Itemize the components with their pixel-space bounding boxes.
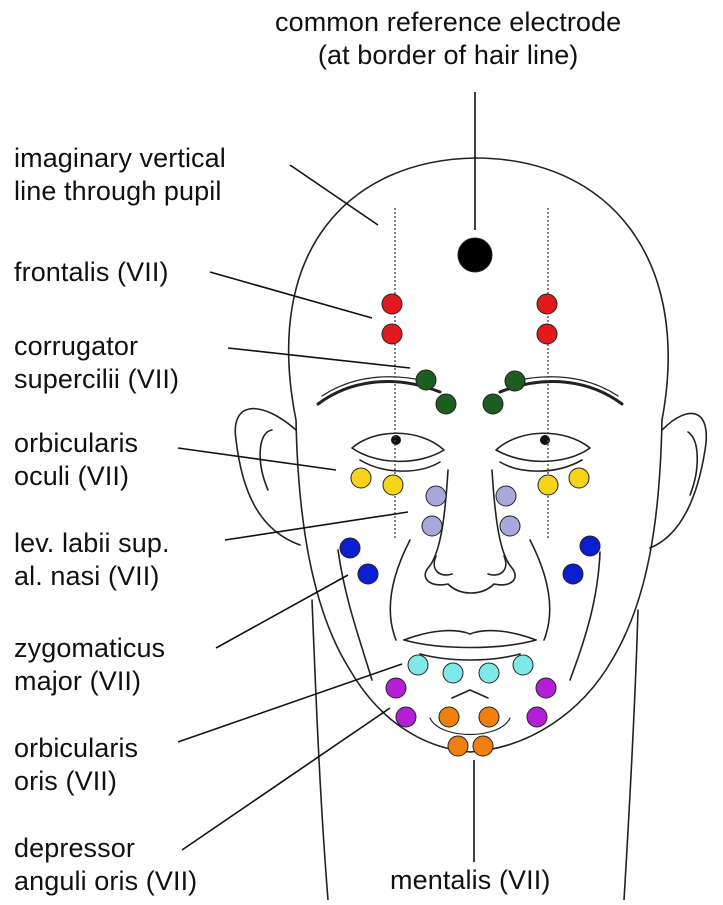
leader-orbicularis-oculi [178, 448, 336, 470]
electrode-group [340, 238, 600, 756]
label-corrugator: corrugator supercilii (VII) [14, 330, 179, 396]
electrode-mentalis-1 [439, 707, 459, 727]
electrode-depressor-4 [527, 707, 547, 727]
electrode-depressor-3 [536, 678, 556, 698]
leader-corrugator [228, 348, 410, 368]
label-depressor-line1: depressor [14, 832, 197, 865]
neck-left [312, 600, 328, 900]
label-orbicularis-oculi: orbicularis oculi (VII) [14, 427, 138, 493]
electrode-orbicularis-oculi-2 [383, 475, 403, 495]
label-corrugator-line1: corrugator [14, 330, 179, 363]
electrode-frontalis-4 [537, 324, 557, 344]
label-levator-line2: al. nasi (VII) [14, 560, 170, 593]
electrode-frontalis-3 [537, 294, 557, 314]
label-vertical-line1: imaginary vertical [14, 142, 226, 175]
label-depressor: depressor anguli oris (VII) [14, 832, 197, 898]
electrode-corrugator-4 [483, 394, 503, 414]
electrode-frontalis-1 [382, 294, 402, 314]
label-zygomaticus-line1: zygomaticus [14, 632, 165, 665]
electrode-corrugator-1 [416, 370, 436, 390]
electrode-orbicularis-oculi-3 [538, 475, 558, 495]
electrode-orbicularis-oris-3 [479, 663, 499, 683]
label-orbicularis-oculi-line2: oculi (VII) [14, 460, 138, 493]
leader-zygomaticus [216, 575, 348, 648]
label-orbicularis-oris-line2: oris (VII) [14, 765, 138, 798]
electrode-orbicularis-oris-1 [408, 655, 428, 675]
pupil-left [391, 435, 401, 445]
label-zygomaticus-line2: major (VII) [14, 665, 165, 698]
electrode-levator-1 [426, 486, 446, 506]
electrode-mentalis-2 [479, 707, 499, 727]
label-vertical-line2: line through pupil [14, 175, 226, 208]
electrode-zygomaticus-4 [563, 564, 583, 584]
label-frontalis-line1: frontalis (VII) [14, 256, 169, 289]
label-imaginary-vertical: imaginary vertical line through pupil [14, 142, 226, 208]
mouth [404, 631, 536, 640]
electrode-zygomaticus-1 [340, 538, 360, 558]
cheek-right-outline [470, 420, 662, 752]
label-reference-electrode: common reference electrode (at border of… [275, 6, 621, 72]
electrode-levator-4 [500, 516, 520, 536]
electrode-zygomaticus-2 [358, 564, 378, 584]
electrode-corrugator-2 [436, 394, 456, 414]
label-mentalis: mentalis (VII) [390, 864, 550, 897]
neck-right [624, 610, 638, 900]
electrode-orbicularis-oculi-4 [569, 468, 589, 488]
label-reference-line1: common reference electrode [275, 6, 621, 39]
electrode-orbicularis-oculi-1 [351, 468, 371, 488]
electrode-orbicularis-oris-4 [513, 655, 533, 675]
label-corrugator-line2: supercilii (VII) [14, 363, 179, 396]
label-frontalis: frontalis (VII) [14, 256, 169, 289]
label-mentalis-line1: mentalis (VII) [390, 864, 550, 897]
electrode-zygomaticus-3 [580, 536, 600, 556]
electrode-corrugator-3 [505, 371, 525, 391]
electrode-mentalis-3 [448, 736, 468, 756]
electrode-mentalis-4 [473, 736, 493, 756]
label-depressor-line2: anguli oris (VII) [14, 865, 197, 898]
label-orbicularis-oris-line1: orbicularis [14, 732, 138, 765]
ear-left [235, 409, 300, 545]
electrode-frontalis-2 [382, 324, 402, 344]
electrode-orbicularis-oris-2 [443, 663, 463, 683]
electrode-levator-3 [496, 486, 516, 506]
label-orbicularis-oris: orbicularis oris (VII) [14, 732, 138, 798]
label-reference-line2: (at border of hair line) [275, 39, 621, 72]
electrode-depressor-2 [396, 707, 416, 727]
electrode-reference-1 [458, 238, 492, 272]
leader-levator [225, 512, 408, 540]
head-outline [289, 158, 669, 420]
leader-orbicularis-oris [178, 664, 402, 742]
label-levator: lev. labii sup. al. nasi (VII) [14, 527, 170, 593]
electrode-depressor-1 [386, 678, 406, 698]
label-orbicularis-oculi-line1: orbicularis [14, 427, 138, 460]
label-zygomaticus: zygomaticus major (VII) [14, 632, 165, 698]
electrode-levator-2 [422, 516, 442, 536]
label-levator-line1: lev. labii sup. [14, 527, 170, 560]
